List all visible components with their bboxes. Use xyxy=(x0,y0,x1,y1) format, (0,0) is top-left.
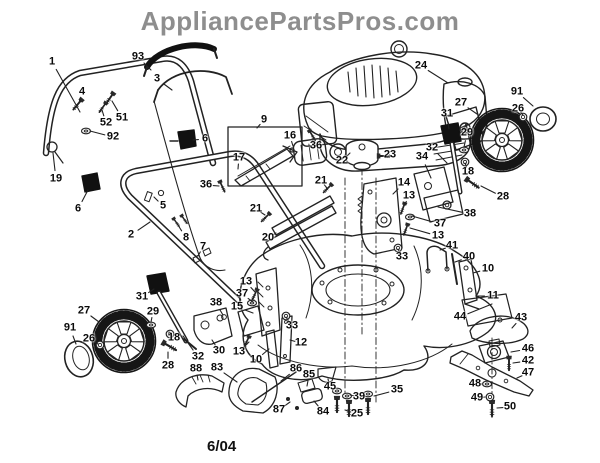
part-callout-87: 87 xyxy=(272,403,286,416)
part-callout-32: 32 xyxy=(191,350,205,363)
part-callout-10: 10 xyxy=(481,262,495,275)
part-callout-21: 21 xyxy=(314,174,328,187)
left-bracket-drawings xyxy=(193,267,293,369)
part-callout-15: 15 xyxy=(230,300,244,313)
assembly-centerlines xyxy=(344,167,493,419)
handle-knob-drawings xyxy=(81,129,197,193)
part-callout-23: 23 xyxy=(383,148,397,161)
part-callout-11: 11 xyxy=(487,289,499,302)
part-callout-36: 36 xyxy=(199,178,213,191)
left-wheel-drawing xyxy=(93,310,156,373)
part-callout-13: 13 xyxy=(402,189,416,202)
part-callout-12: 12 xyxy=(294,336,308,349)
part-callout-27: 27 xyxy=(77,304,91,317)
part-callout-41: 41 xyxy=(445,239,459,252)
part-callout-35: 35 xyxy=(390,383,404,396)
part-callout-84: 84 xyxy=(316,405,330,418)
part-callout-47: 47 xyxy=(521,366,535,379)
part-callout-39: 39 xyxy=(352,390,366,403)
upper-handle-drawing xyxy=(42,55,217,167)
part-callout-48: 48 xyxy=(468,377,482,390)
part-callout-6: 6 xyxy=(74,202,82,215)
part-callout-26: 26 xyxy=(511,102,525,115)
part-callout-38: 38 xyxy=(209,296,223,309)
baffle-drawing xyxy=(262,195,337,261)
part-callout-21: 21 xyxy=(249,202,263,215)
control-bar-drawing xyxy=(143,42,218,77)
part-callout-10: 10 xyxy=(249,353,263,366)
part-callout-37: 37 xyxy=(433,217,447,230)
part-callout-7: 7 xyxy=(199,240,207,253)
part-callout-20: 20 xyxy=(261,231,275,244)
part-callout-91: 91 xyxy=(510,85,524,98)
left-hubcap-drawing xyxy=(63,340,95,378)
part-callout-4: 4 xyxy=(78,85,86,98)
part-callout-29: 29 xyxy=(460,126,474,139)
part-callout-19: 19 xyxy=(49,172,63,185)
part-callout-5: 5 xyxy=(159,199,167,212)
part-callout-28: 28 xyxy=(496,190,510,203)
part-callout-31: 31 xyxy=(135,290,149,303)
part-callout-33: 33 xyxy=(395,250,409,263)
part-callout-13: 13 xyxy=(239,275,253,288)
part-callout-29: 29 xyxy=(146,305,160,318)
part-callout-46: 46 xyxy=(521,342,535,355)
part-callout-40: 40 xyxy=(462,250,476,263)
part-callout-43: 43 xyxy=(514,311,528,324)
part-callout-3: 3 xyxy=(153,72,161,85)
part-callout-49: 49 xyxy=(470,391,484,404)
part-callout-16: 16 xyxy=(283,129,297,142)
site-title: AppliancePartsPros.com xyxy=(140,6,460,36)
part-callout-2: 2 xyxy=(127,228,135,241)
part-callout-86: 86 xyxy=(289,362,303,375)
part-callout-13: 13 xyxy=(431,229,445,242)
part-callout-28: 28 xyxy=(161,359,175,372)
part-callout-52: 52 xyxy=(99,116,113,129)
callout-leader-lines xyxy=(52,62,534,413)
part-callout-31: 31 xyxy=(440,107,454,120)
part-callout-18: 18 xyxy=(167,331,181,344)
part-callout-44: 44 xyxy=(453,310,467,323)
part-callout-51: 51 xyxy=(115,111,129,124)
part-callout-91: 91 xyxy=(63,321,77,334)
part-callout-25: 25 xyxy=(350,407,364,420)
part-callout-93: 93 xyxy=(131,50,145,63)
part-callout-83: 83 xyxy=(210,361,224,374)
part-callout-88: 88 xyxy=(189,362,203,375)
part-callout-34: 34 xyxy=(415,150,429,163)
deflector-inset-box xyxy=(227,126,303,187)
part-callout-18: 18 xyxy=(461,165,475,178)
lower-handle-drawing xyxy=(120,100,326,304)
part-callout-45: 45 xyxy=(323,380,337,393)
part-callout-9: 9 xyxy=(260,113,268,126)
part-callout-33: 33 xyxy=(285,319,299,332)
part-callout-85: 85 xyxy=(302,368,316,381)
right-bracket-drawings xyxy=(357,166,480,310)
right-hubcap-drawing xyxy=(529,106,557,132)
part-callout-1: 1 xyxy=(48,55,56,68)
part-callout-32: 32 xyxy=(425,141,439,154)
part-callout-13: 13 xyxy=(232,345,246,358)
part-callout-14: 14 xyxy=(397,176,411,189)
part-callout-17: 17 xyxy=(232,151,246,164)
rear-chute-drawings xyxy=(175,366,337,414)
part-callout-8: 8 xyxy=(182,231,190,244)
height-lever-drawings xyxy=(146,122,463,350)
part-callout-42: 42 xyxy=(521,354,535,367)
diagram-date-code: 6/04 xyxy=(207,438,237,455)
part-callout-24: 24 xyxy=(414,59,428,72)
part-callout-50: 50 xyxy=(503,400,517,413)
part-callout-30: 30 xyxy=(212,344,226,357)
part-callout-92: 92 xyxy=(106,130,120,143)
part-callout-38: 38 xyxy=(463,207,477,220)
pulley-drawing xyxy=(345,139,379,171)
part-callout-22: 22 xyxy=(335,154,349,167)
part-callout-36: 36 xyxy=(309,139,323,152)
part-callout-6: 6 xyxy=(201,132,209,145)
part-callout-27: 27 xyxy=(454,96,468,109)
part-callout-37: 37 xyxy=(235,287,249,300)
part-callout-26: 26 xyxy=(82,332,96,345)
